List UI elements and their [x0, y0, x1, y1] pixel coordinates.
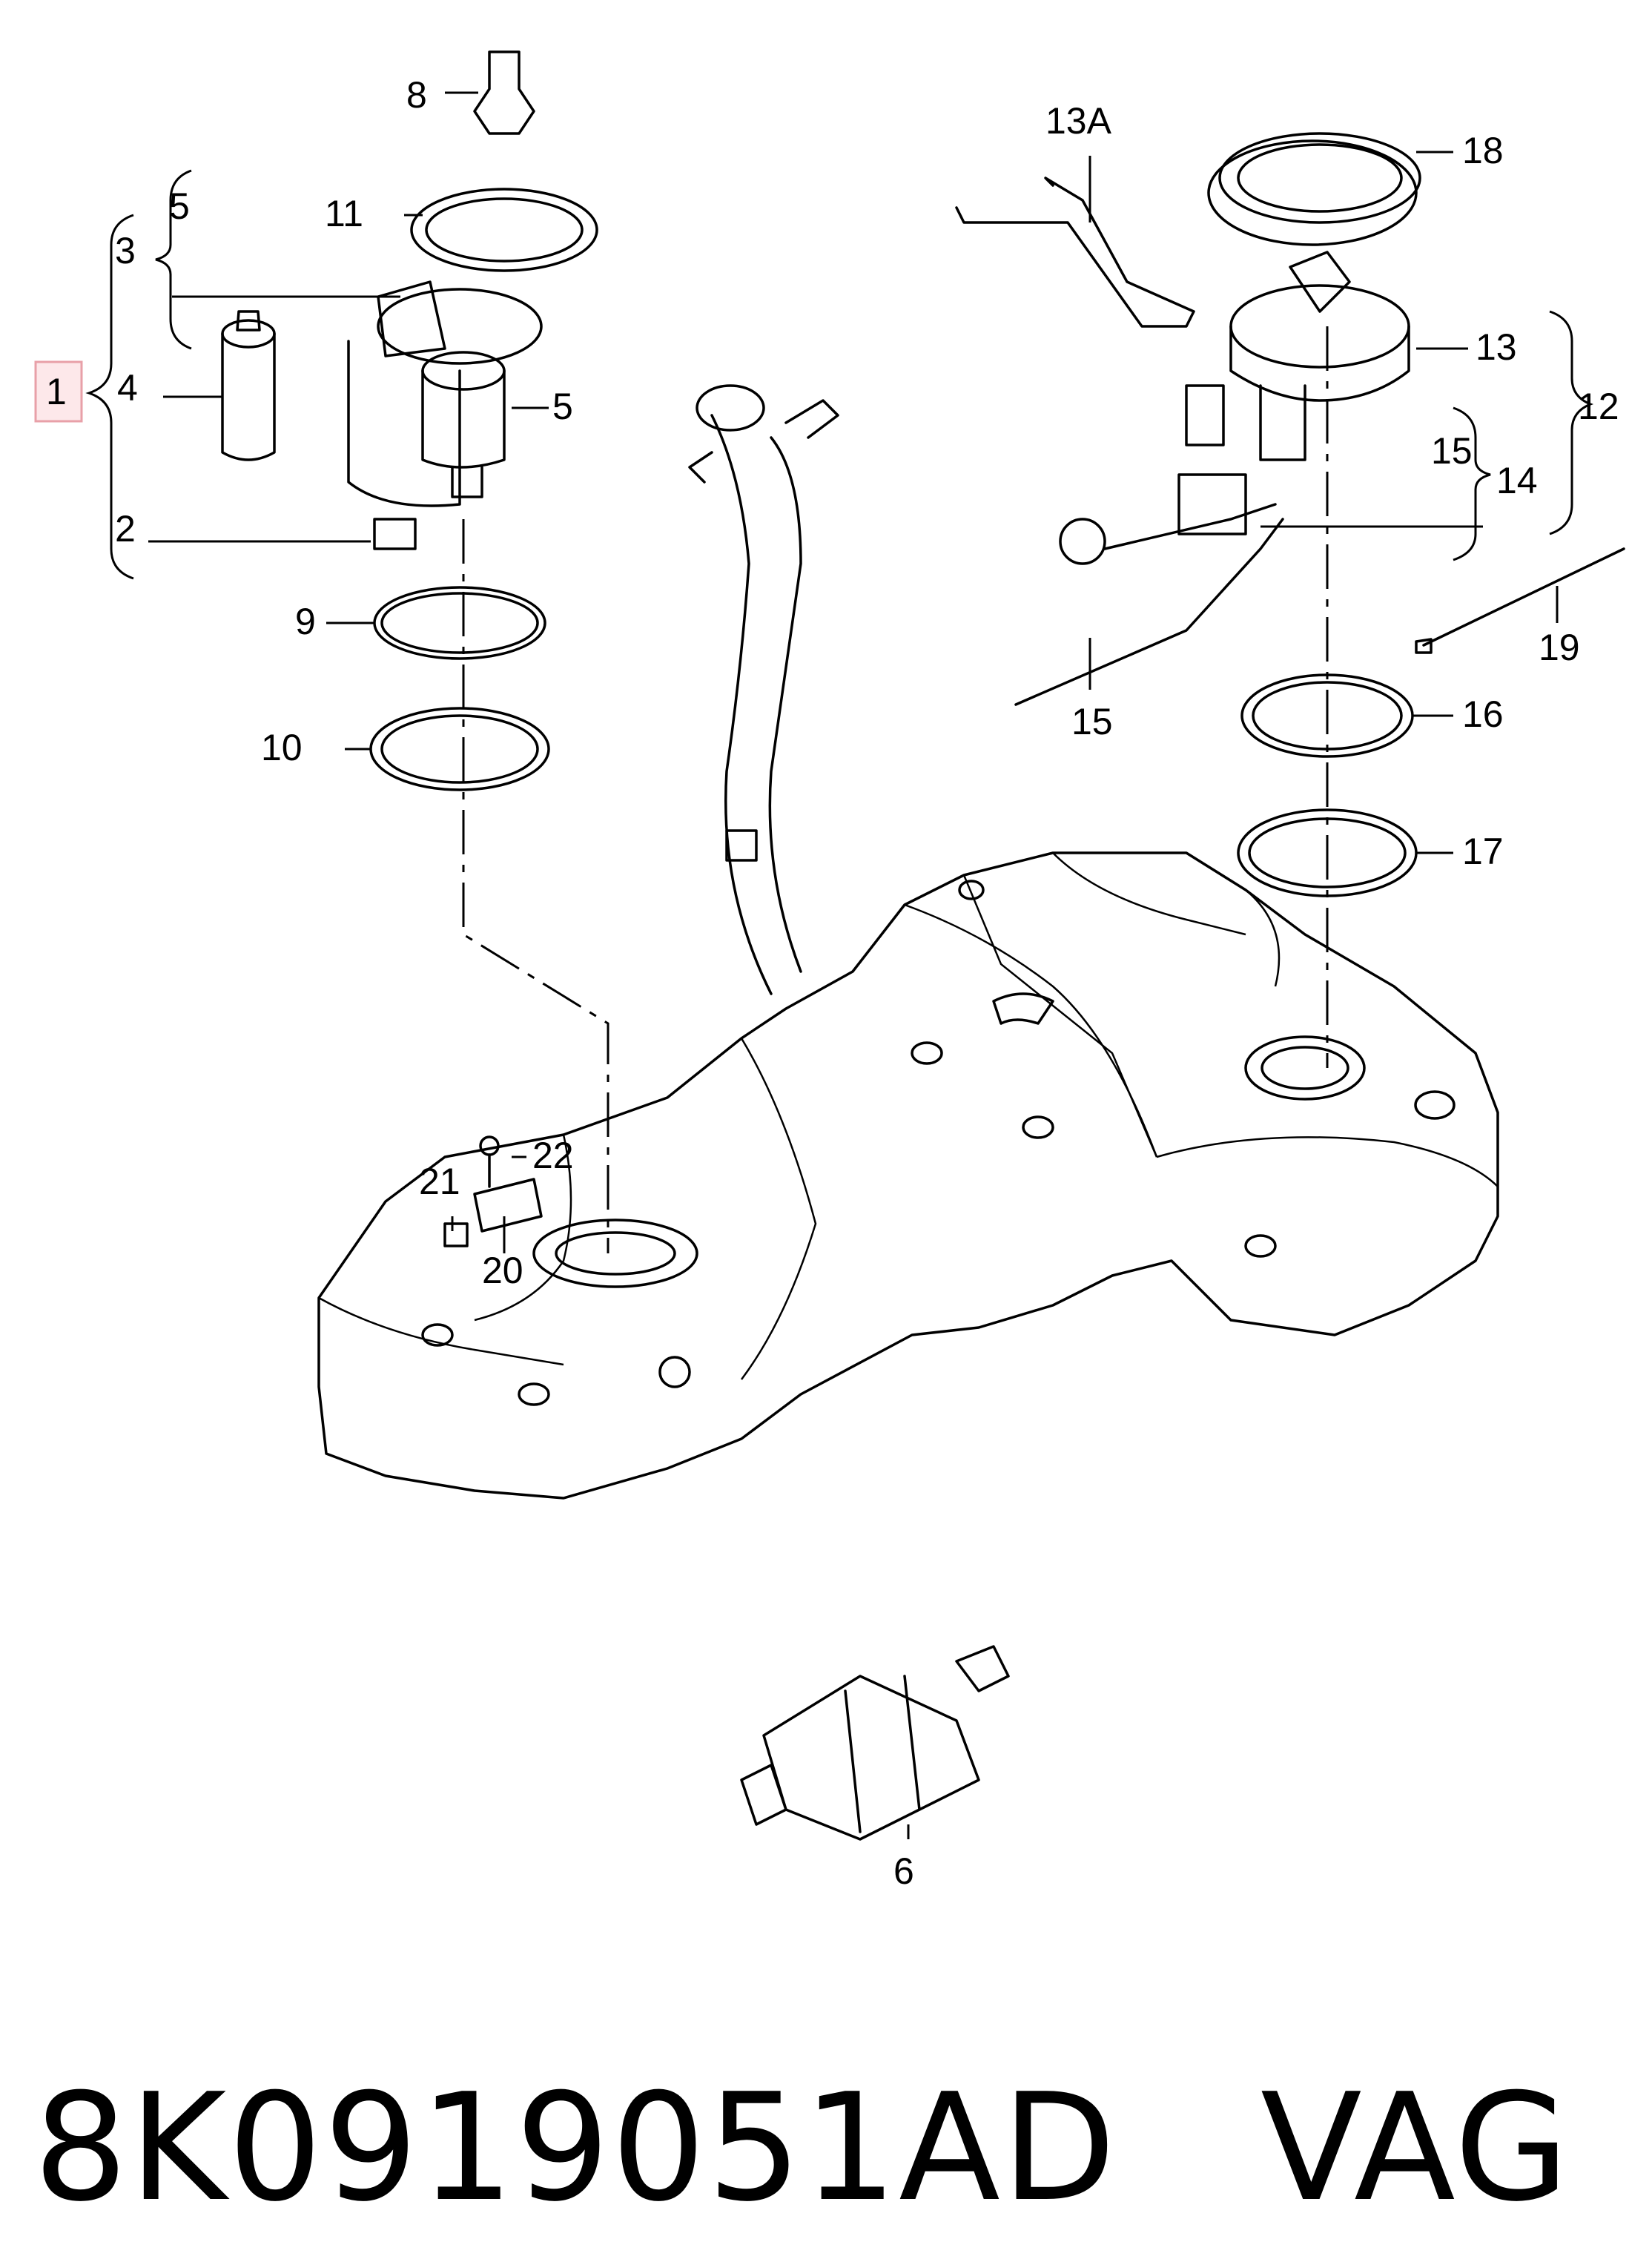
callout-9: 9	[295, 601, 316, 642]
fuel-filter	[221, 310, 276, 461]
callout-16: 16	[1462, 693, 1504, 735]
callout-18: 18	[1462, 130, 1504, 171]
fuel-filter-6	[740, 1645, 1010, 1841]
callout-5b: 5	[552, 386, 573, 427]
locking-ring-10-inner	[380, 714, 539, 784]
callout-14: 14	[1496, 460, 1538, 501]
callout-15b: 15	[1071, 701, 1113, 742]
sender-module	[1014, 132, 1421, 706]
callout-20: 20	[482, 1250, 523, 1291]
fuel-tank	[317, 851, 1499, 1500]
callout-11: 11	[325, 193, 363, 234]
callout-13: 13	[1476, 326, 1517, 368]
brand-label: VAG	[1261, 2062, 1570, 2235]
leader-lines	[148, 91, 1559, 1839]
bracket-20-22	[443, 1135, 543, 1247]
cable-tie-19-head	[1415, 638, 1433, 654]
callout-1: 1	[46, 371, 67, 412]
filler-neck	[688, 384, 839, 995]
part-number: 8K0919051AD	[33, 2062, 1117, 2235]
braces	[85, 169, 1594, 580]
callout-2: 2	[115, 508, 136, 550]
callouts: 1 2 3 4 5 5 6 8 9 10 11 12 13 13A 14 15 …	[46, 74, 1619, 1892]
seal-ring-9-inner	[380, 592, 539, 654]
callout-5a: 5	[169, 185, 190, 227]
callout-19: 19	[1539, 627, 1580, 668]
callout-6: 6	[893, 1850, 914, 1892]
callout-4: 4	[117, 367, 138, 409]
callout-15a: 15	[1431, 430, 1473, 472]
seal-ring-9	[373, 586, 546, 660]
locking-ring-10	[369, 707, 550, 791]
callout-10: 10	[261, 727, 303, 768]
callout-3: 3	[115, 230, 136, 271]
callout-12: 12	[1578, 386, 1619, 427]
highlight-box-1	[34, 360, 83, 423]
cable-tie-19	[1422, 547, 1625, 647]
line-13a	[955, 177, 1195, 328]
fuel-pump-module	[347, 50, 598, 550]
callout-13a: 13A	[1045, 100, 1112, 142]
callout-8: 8	[406, 74, 427, 116]
axis-left	[462, 519, 609, 1253]
ring-18	[1207, 139, 1418, 246]
callout-17: 17	[1462, 831, 1504, 872]
callout-21: 21	[419, 1161, 460, 1202]
callout-22: 22	[532, 1135, 574, 1176]
